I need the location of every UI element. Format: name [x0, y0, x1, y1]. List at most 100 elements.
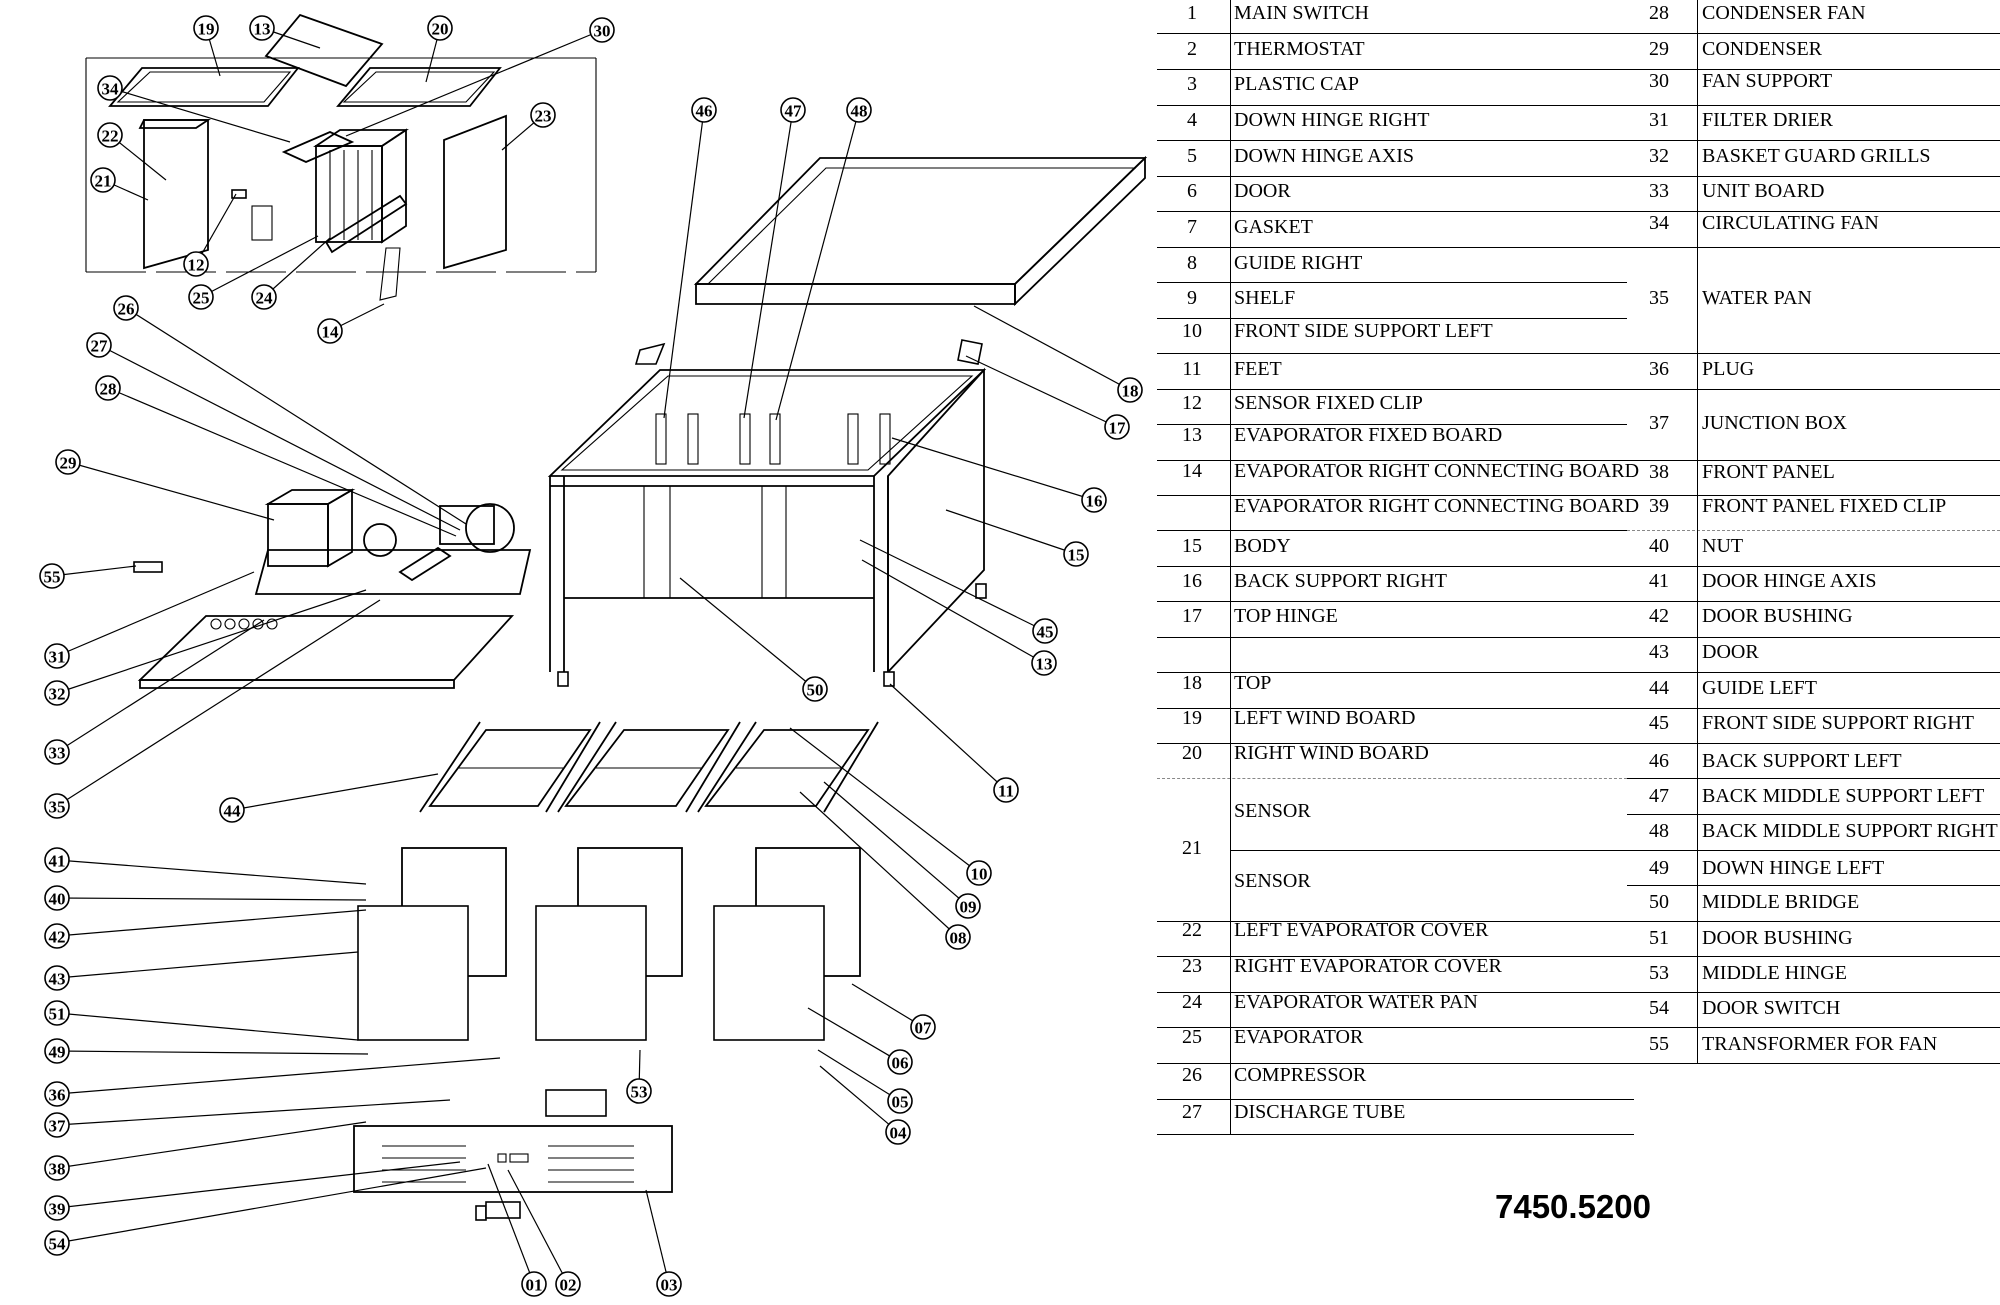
leader-line	[56, 1057, 501, 1095]
callout-32: 32	[44, 680, 70, 706]
part-number: 49	[1649, 857, 1669, 879]
callout-circle	[44, 739, 70, 765]
leader-line	[56, 619, 265, 753]
part-number: 14	[1182, 460, 1202, 482]
callout-circle	[86, 332, 112, 358]
callout-50: 50	[802, 676, 828, 702]
callout-circle	[44, 1112, 70, 1138]
part-name: DOOR SWITCH	[1702, 997, 1841, 1019]
leader-line	[56, 909, 367, 937]
callout-label: 01	[526, 1276, 543, 1295]
callout-48: 48	[846, 97, 872, 123]
leader-line	[263, 237, 331, 298]
part-number: 48	[1649, 820, 1669, 842]
callout-29: 29	[55, 449, 81, 475]
callout-label: 35	[49, 798, 66, 817]
callout-label: 42	[49, 928, 66, 947]
callout-circle	[90, 167, 116, 193]
callout-label: 11	[998, 782, 1014, 801]
leader-line	[51, 565, 137, 577]
callout-16: 16	[1081, 487, 1107, 513]
callout-circle	[955, 893, 981, 919]
table-column-rule	[1697, 0, 1698, 1063]
part-name: EVAPORATOR WATER PAN	[1234, 991, 1478, 1013]
part-number: 53	[1649, 962, 1669, 984]
part-number: 12	[1182, 392, 1202, 414]
callout-circle	[656, 1271, 682, 1297]
part-name: GUIDE RIGHT	[1234, 252, 1363, 274]
part-number: 45	[1649, 712, 1669, 734]
callout-34: 34	[97, 75, 123, 101]
part-number: 6	[1187, 180, 1197, 202]
leader-line	[859, 539, 1046, 632]
table-rule	[1157, 282, 1627, 283]
callout-label: 49	[49, 1043, 66, 1062]
table-rule	[1627, 814, 2000, 815]
callout-label: 45	[1037, 623, 1054, 642]
callout-label: 09	[960, 898, 977, 917]
part-number: 9	[1187, 287, 1197, 309]
callout-label: 20	[432, 20, 449, 39]
callout-circle	[555, 1271, 581, 1297]
callout-label: 18	[1122, 382, 1139, 401]
callout-label: 14	[322, 323, 340, 342]
callout-label: 55	[44, 568, 61, 587]
callout-label: 21	[95, 172, 112, 191]
part-name: DOOR BUSHING	[1702, 927, 1853, 949]
part-number: 36	[1649, 358, 1669, 380]
table-rule	[1157, 921, 2000, 922]
part-name: BACK MIDDLE SUPPORT RIGHT	[1702, 820, 1998, 842]
part-name: UNIT BOARD	[1702, 180, 1825, 202]
callout-label: 17	[1109, 419, 1127, 438]
table-rule	[1157, 743, 2000, 744]
part-name: CIRCULATING FAN	[1702, 212, 1879, 234]
callout-label: 47	[785, 102, 803, 121]
part-number: 8	[1187, 252, 1197, 274]
callout-02: 02	[555, 1271, 581, 1297]
callout-36: 36	[44, 1081, 70, 1107]
part-name: BACK MIDDLE SUPPORT LEFT	[1702, 785, 1985, 807]
callout-08: 08	[945, 924, 971, 950]
callout-label: 36	[49, 1086, 66, 1105]
table-rule	[1157, 318, 1627, 319]
callout-06: 06	[887, 1049, 913, 1075]
part-name: PLUG	[1702, 358, 1755, 380]
callout-circle	[1031, 650, 1057, 676]
part-name: FRONT PANEL FIXED CLIP	[1702, 495, 1947, 517]
callout-circle	[44, 847, 70, 873]
callout-label: 29	[60, 454, 77, 473]
table-rule	[1157, 1099, 1634, 1100]
table-rule	[1157, 353, 2000, 354]
evaporator-inset	[85, 13, 597, 301]
callout-circle	[44, 1000, 70, 1026]
part-name: EVAPORATOR RIGHT CONNECTING BOARD	[1234, 495, 1640, 517]
part-number: 40	[1649, 535, 1669, 557]
leader-line	[965, 355, 1118, 428]
table-rule	[1157, 637, 2000, 638]
callout-circle	[113, 295, 139, 321]
callout-13: 13	[249, 15, 275, 41]
part-name: TOP	[1234, 672, 1272, 694]
callout-label: 15	[1068, 546, 1085, 565]
part-number: 13	[1182, 424, 1202, 446]
callout-label: 07	[915, 1019, 933, 1038]
leader-line	[107, 387, 457, 537]
condensing-unit	[133, 488, 532, 689]
callout-circle	[193, 15, 219, 41]
part-number: 7	[1187, 216, 1197, 238]
table-rule	[1157, 672, 2000, 673]
callout-12: 12	[183, 251, 209, 277]
callout-30: 30	[589, 17, 615, 43]
cabinet-body	[547, 339, 987, 687]
callout-circle	[966, 860, 992, 886]
callout-circle	[910, 1014, 936, 1040]
callout-03: 03	[656, 1271, 682, 1297]
callout-20: 20	[427, 15, 453, 41]
callout-circle	[188, 284, 214, 310]
part-number: 34	[1649, 212, 1669, 234]
callout-circle	[1104, 414, 1130, 440]
table-rule	[1157, 247, 2000, 248]
callout-label: 43	[49, 970, 66, 989]
callout-04: 04	[885, 1119, 911, 1145]
